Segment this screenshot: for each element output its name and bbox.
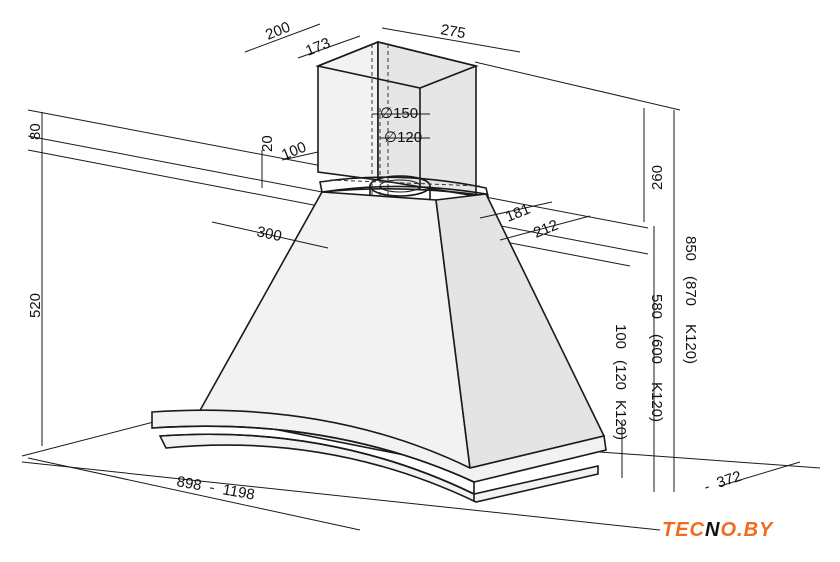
dim-k120-b: K120)	[648, 382, 665, 422]
dim-120-alt: (120	[612, 360, 629, 390]
dim-100-group: 100 (120 K120)	[612, 324, 629, 440]
dim-diameter-150: ∅150	[380, 105, 418, 122]
tecno-by-logo: TECNO.BY	[662, 519, 774, 541]
dim-520: 520	[27, 293, 44, 318]
svg-text:TECNO.BY: TECNO.BY	[662, 519, 774, 541]
dim-212: 212	[531, 217, 561, 242]
dim-173: 173	[303, 35, 333, 60]
dim-580: 580	[648, 294, 665, 319]
chimney	[315, 40, 479, 210]
dim-80: 80	[27, 123, 44, 140]
dim-580-group: 580 (600 K120)	[648, 294, 665, 422]
dim-20: 20	[259, 135, 276, 152]
dim-k120-a: K120)	[682, 324, 699, 364]
dim-850-group: 850 (870 K120)	[682, 236, 699, 364]
logo-text-a: TEC	[662, 519, 705, 541]
dim-k120-c: K120)	[612, 400, 629, 440]
dim-181: 181	[503, 201, 533, 226]
dim-260: 260	[649, 165, 666, 190]
dim-600: (600	[648, 334, 665, 364]
dim-100: 100	[612, 324, 629, 349]
top-plate	[319, 176, 490, 197]
dim-150-value: 150	[393, 105, 418, 122]
logo-text-b: N	[705, 519, 720, 541]
dim-diameter-120: ∅120	[384, 129, 422, 146]
hood-frame	[151, 409, 607, 503]
dim-100-top: 100	[279, 139, 309, 164]
dim-200: 200	[263, 19, 293, 44]
dimension-labels: 200 173 275 ∅150 ∅120 80 20 100 300 181 …	[27, 19, 744, 504]
dim-850: 850	[682, 236, 699, 261]
dimension-lines	[27, 23, 801, 531]
dim-870: (870	[682, 276, 699, 306]
dim-120-value: 120	[397, 129, 422, 146]
dim-depth-range: - 372	[702, 468, 744, 496]
dim-275: 275	[439, 21, 467, 42]
dim-300: 300	[255, 223, 283, 245]
logo-text-c: O.BY	[720, 519, 774, 541]
hood-body	[196, 185, 606, 470]
